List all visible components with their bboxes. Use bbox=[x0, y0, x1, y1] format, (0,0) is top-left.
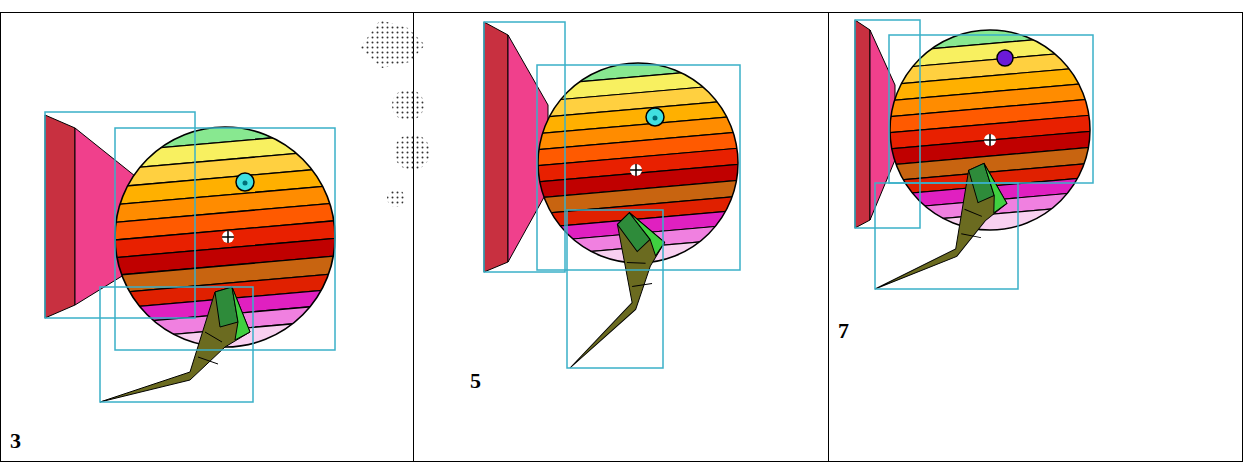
panel-number: 7 bbox=[838, 320, 849, 342]
panel-number: 3 bbox=[10, 430, 21, 452]
panel-number: 5 bbox=[470, 370, 481, 392]
